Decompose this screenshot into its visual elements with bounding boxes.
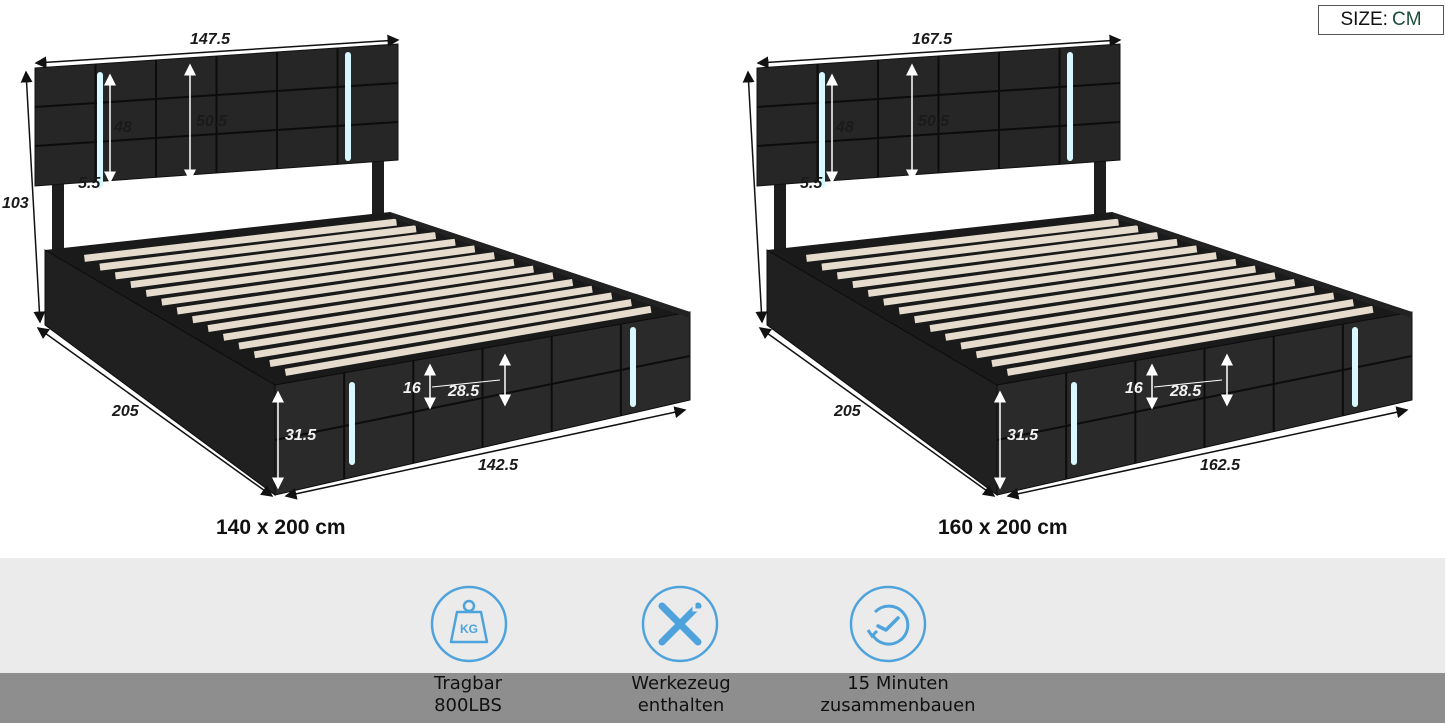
feature-line1: 15 Minuten: [847, 673, 949, 694]
bed-160x200: 167.5 48 50.5 5.5 205 162.5 31.5 16 28.5: [742, 31, 1413, 500]
bed-size-caption-140: 140 x 200 cm: [216, 516, 346, 539]
size-label: SIZE:: [1340, 9, 1388, 30]
slat: [161, 252, 495, 306]
dim-headboard-height: 50.5: [918, 113, 950, 130]
slat: [945, 279, 1296, 341]
tools-icon: [641, 585, 719, 663]
bed-dimension-drawings: 147.5 103 48 50.5 5.5 205 142.5 31.5 16 …: [2, 31, 1413, 500]
slat: [192, 265, 534, 324]
headboard-post: [52, 180, 64, 255]
dimension-arrow: [758, 327, 996, 497]
dim-side-height: 31.5: [1007, 427, 1039, 444]
slat: [99, 225, 417, 271]
dim-led-offset: 5.5: [78, 175, 101, 192]
slat: [975, 292, 1335, 359]
bed-size-caption-160: 160 x 200 cm: [938, 516, 1068, 539]
slat: [883, 252, 1217, 306]
headboard-post: [1094, 160, 1106, 220]
feature-line1: Werkezeug: [631, 673, 731, 694]
right-rail: [390, 212, 690, 318]
dimension-arrow: [36, 327, 274, 497]
feature-line2: 800LBS: [434, 695, 502, 716]
slat: [914, 265, 1256, 324]
slat: [114, 231, 437, 280]
dim-headboard-panel-height: 48: [113, 119, 132, 136]
feature-load-capacity: KG: [369, 584, 569, 664]
dimension-arrow: [284, 406, 687, 500]
dim-side-height: 31.5: [285, 427, 317, 444]
dim-frame-width: 142.5: [478, 457, 519, 474]
dimension-arrow: [1153, 379, 1223, 388]
slat: [929, 272, 1276, 332]
dim-total-height: 103: [2, 195, 29, 212]
slat: [145, 245, 476, 297]
dim-slat-height: 28.5: [447, 383, 480, 400]
dimension-arrow: [1006, 406, 1409, 500]
kg-weight-icon: KG: [430, 585, 508, 663]
dim-length: 205: [833, 403, 862, 420]
headboard-post: [372, 160, 384, 220]
slat: [269, 299, 632, 368]
dim-length: 205: [111, 403, 140, 420]
dim-clearance: 16: [1125, 380, 1143, 397]
dim-headboard-width: 147.5: [190, 31, 231, 48]
slat: [1006, 305, 1374, 376]
feature-line2: zusammenbauen: [820, 695, 976, 716]
dim-clearance: 16: [403, 380, 421, 397]
feature-line2: enthalten: [637, 695, 725, 716]
size-unit: CM: [1391, 9, 1422, 30]
dim-headboard-height: 50.5: [196, 113, 228, 130]
features-label-band: [0, 673, 1445, 723]
dimension-arrow: [20, 70, 46, 324]
slat: [130, 238, 456, 289]
bed-140x200: 147.5 103 48 50.5 5.5 205 142.5 31.5 16 …: [2, 31, 691, 500]
dimension-arrow: [431, 379, 501, 388]
slat: [238, 285, 593, 350]
features-band: [0, 558, 1445, 673]
dim-headboard-width: 167.5: [912, 31, 953, 48]
slat: [806, 218, 1119, 262]
clock-assembly-icon: [849, 585, 927, 663]
dim-slat-height: 28.5: [1169, 383, 1202, 400]
feature-line1: Tragbar: [433, 673, 503, 694]
slat: [207, 272, 554, 332]
slat: [867, 245, 1198, 297]
feature-assembly-time: [788, 584, 988, 664]
slat: [84, 218, 397, 262]
slat: [284, 305, 652, 376]
dimension-arrow: [34, 34, 400, 69]
slat: [176, 258, 515, 315]
size-unit-badge: SIZE:CM: [1318, 5, 1444, 35]
slat: [960, 285, 1315, 350]
dim-headboard-panel-height: 48: [835, 119, 854, 136]
svg-text:KG: KG: [460, 622, 478, 636]
right-rail: [1112, 212, 1412, 318]
dimension-arrow: [742, 70, 768, 324]
slat: [821, 225, 1139, 271]
slat: [253, 292, 613, 359]
feature-tools-included: [580, 584, 780, 664]
headboard-post: [774, 180, 786, 255]
dimension-arrow: [756, 34, 1122, 69]
dim-frame-width: 162.5: [1200, 457, 1241, 474]
slat: [836, 231, 1159, 280]
slat: [223, 279, 574, 341]
dim-led-offset: 5.5: [800, 175, 823, 192]
slat: [852, 238, 1178, 289]
slat: [898, 258, 1237, 315]
slat: [991, 299, 1354, 368]
